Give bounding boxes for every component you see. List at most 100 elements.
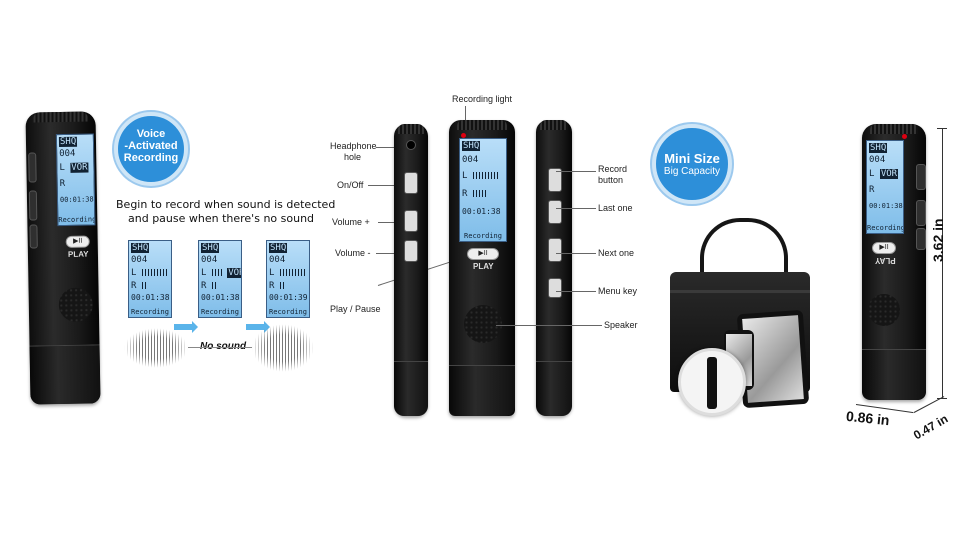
lcd-folder: 004 xyxy=(201,255,218,265)
recording-light xyxy=(902,134,907,139)
play-pause-button: ▶II xyxy=(872,242,896,254)
label-headphone-line-2: hole xyxy=(344,152,362,162)
bag-handle xyxy=(700,218,788,296)
lcd-left-channel: L xyxy=(869,169,875,179)
lcd-folder: 004 xyxy=(462,155,479,165)
lcd-right-channel: R xyxy=(269,281,275,291)
side-button xyxy=(28,190,38,221)
lcd-vor: VOR xyxy=(879,169,899,179)
lcd-quality: SHQ xyxy=(131,243,150,253)
magnifier-inset xyxy=(678,348,746,416)
label-last-one: Last one xyxy=(598,203,633,213)
label-speaker: Speaker xyxy=(604,320,638,330)
voice-recorder-side-right xyxy=(536,120,572,416)
depth-dimension: 0.47 in xyxy=(911,411,951,443)
lcd-status: Recording xyxy=(58,215,96,225)
lcd-left-channel: L xyxy=(59,162,65,174)
usb-cap xyxy=(449,365,515,416)
label-headphone: Headphone hole xyxy=(330,141,377,163)
label-next-one: Next one xyxy=(598,248,635,258)
lcd-left-channel: L xyxy=(131,268,137,278)
headphone-jack xyxy=(406,140,416,150)
voice-recorder-front: SHQ 004 L R 00:01:38 Recording ▶II PLAY xyxy=(449,120,515,416)
badge-line-1: Mini Size xyxy=(664,151,720,166)
lcd-time: 00:01:38 xyxy=(462,207,501,216)
lcd-quality: SHQ xyxy=(201,243,220,253)
speaker-grill xyxy=(58,287,94,323)
label-play-pause: Play / Pause xyxy=(330,304,381,314)
waveform-sound xyxy=(124,328,188,368)
lcd-time: 00:01:38 xyxy=(131,293,170,302)
label-record-line-1: Record xyxy=(598,164,628,174)
recording-light xyxy=(461,133,466,138)
lcd-time: 00:01:38 xyxy=(869,202,903,210)
lcd-vor: VOR xyxy=(227,268,241,278)
lcd-screen: SHQ 004 L R 00:01:38 Recording xyxy=(459,138,507,242)
side-button xyxy=(28,152,37,183)
label-record-button: Record button xyxy=(598,164,627,186)
lcd-quality: SHQ xyxy=(462,141,481,151)
badge-line-1: Voice xyxy=(136,128,166,140)
badge-line-3: Recording xyxy=(123,152,179,164)
lcd-left-channel: L xyxy=(201,268,207,278)
lcd-folder: 004 xyxy=(131,255,148,265)
speaker-grill xyxy=(464,305,502,343)
no-sound-label: No sound xyxy=(200,341,246,352)
arrow-right-icon xyxy=(174,321,198,333)
lcd-screen: SHQ 004 L VOR R 00:01:38 Recording xyxy=(55,133,96,227)
play-pause-button: ▶II xyxy=(467,248,499,260)
badge-line-2: Big Capacity xyxy=(663,166,721,177)
usb-cap xyxy=(536,361,572,416)
side-button xyxy=(29,224,38,249)
on-off-switch xyxy=(404,172,418,194)
mini-size-badge: Mini Size Big Capacity xyxy=(652,124,732,204)
lcd-folder: 004 xyxy=(269,255,286,265)
mini-recorder-thumbnail xyxy=(707,357,717,409)
lcd-right-channel: R xyxy=(131,281,137,291)
usb-cap xyxy=(29,344,101,405)
voice-recorder-angled: SHQ 004 L VOR R 00:01:38 Recording ▶II P… xyxy=(25,111,101,405)
menu-key xyxy=(548,278,562,298)
lcd-quality: SHQ xyxy=(869,143,888,153)
lcd-right-channel: R xyxy=(201,281,207,291)
height-dimension: 3.62 in xyxy=(930,218,946,262)
label-record-line-2: button xyxy=(598,175,624,185)
label-on-off: On/Off xyxy=(337,180,364,190)
lcd-status: Recording xyxy=(131,308,169,316)
lcd-screen-paused: SHQ 004 L VOR R 00:01:38 Recording xyxy=(198,240,242,318)
headline-line-1: Begin to record when sound is detected xyxy=(116,198,336,211)
waveform-silence xyxy=(188,347,252,348)
lcd-screen-before: SHQ 004 L R 00:01:38 Recording xyxy=(128,240,172,318)
width-dimension: 0.86 in xyxy=(845,407,891,429)
label-volume-down: Volume - xyxy=(335,248,371,258)
lcd-right-channel: R xyxy=(462,189,468,199)
lcd-right-channel: R xyxy=(59,178,66,190)
voice-activation-headline: Begin to record when sound is detected a… xyxy=(116,198,336,226)
label-headphone-line-1: Headphone xyxy=(330,141,377,151)
lcd-screen: SHQ 004 L VOR R 00:01:38 Recording xyxy=(866,140,904,234)
play-label: PLAY xyxy=(473,262,494,271)
voice-activated-badge: Voice -Activated Recording xyxy=(114,112,188,186)
play-label: PLAY xyxy=(67,249,89,259)
label-volume-up: Volume + xyxy=(332,217,370,227)
play-label: PLAY xyxy=(875,256,896,265)
next-one-button xyxy=(548,238,562,262)
label-menu-key: Menu key xyxy=(598,286,638,296)
side-button xyxy=(916,164,926,190)
lcd-status: Recording xyxy=(201,308,239,316)
side-button xyxy=(916,228,926,250)
usb-cap xyxy=(862,349,926,400)
last-one-button xyxy=(548,200,562,224)
volume-down-button xyxy=(404,240,418,262)
lcd-folder: 004 xyxy=(869,155,886,165)
lcd-quality: SHQ xyxy=(269,243,288,253)
voice-recorder-side-left xyxy=(394,124,428,416)
lcd-time: 00:01:39 xyxy=(269,293,308,302)
play-pause-button: ▶II xyxy=(65,235,90,248)
lcd-left-channel: L xyxy=(462,171,468,181)
lcd-screen-after: SHQ 004 L R 00:01:39 Recording xyxy=(266,240,310,318)
badge-line-2: -Activated xyxy=(124,140,178,152)
speaker-grill xyxy=(868,294,900,326)
lcd-right-channel: R xyxy=(869,185,875,195)
label-recording-light: Recording light xyxy=(452,94,513,104)
